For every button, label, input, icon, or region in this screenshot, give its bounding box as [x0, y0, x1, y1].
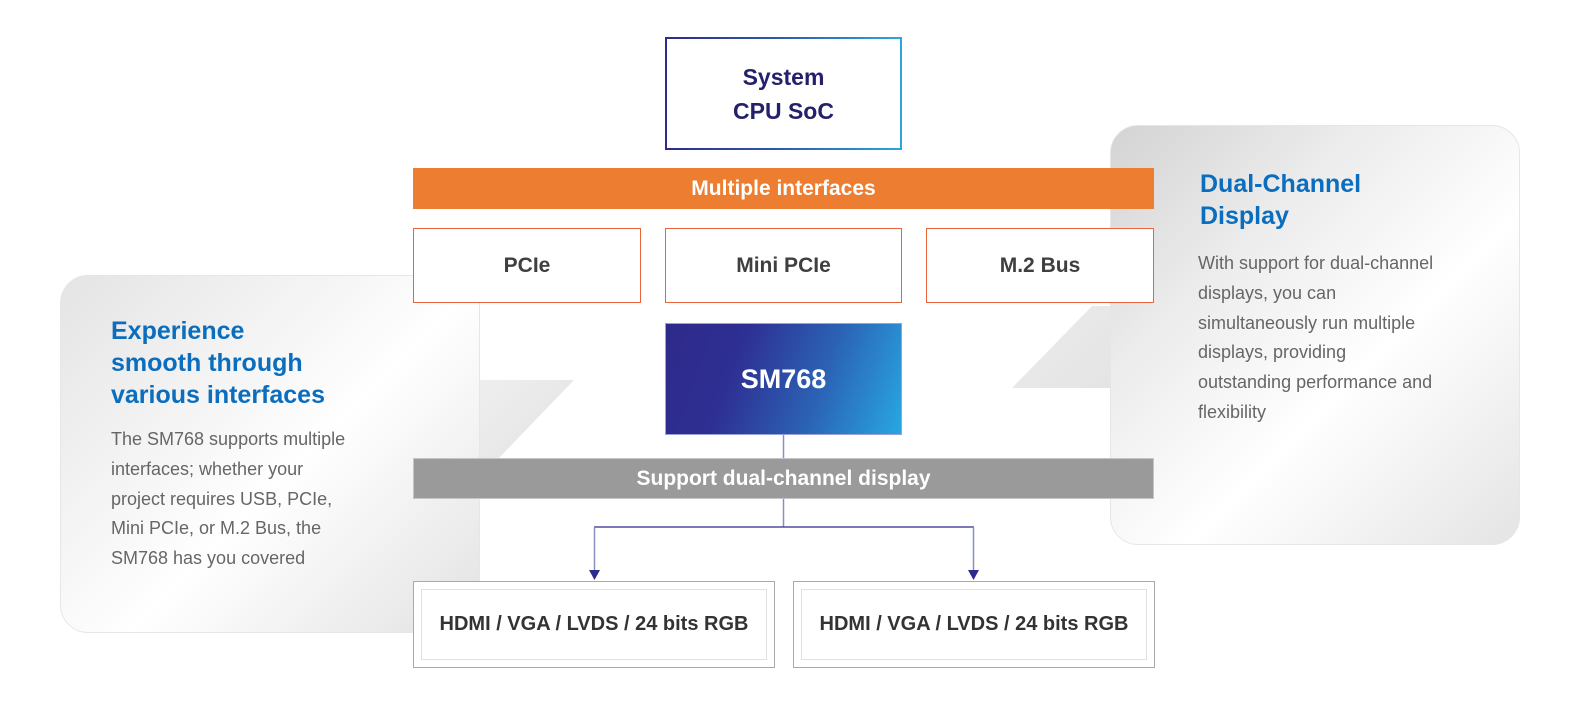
- system-cpu-soc-block: System CPU SoC: [665, 37, 902, 150]
- sm768-chip-block: SM768: [665, 323, 902, 435]
- left-card-body: The SM768 supports multiple interfaces; …: [111, 429, 346, 569]
- interface-pcie: PCIe: [413, 228, 641, 303]
- right-info-card: [1110, 125, 1520, 545]
- arrow-down-icon: [589, 570, 600, 580]
- display-output-inner: HDMI / VGA / LVDS / 24 bits RGB: [421, 589, 767, 660]
- dual-channel-display-bar: Support dual-channel display: [413, 458, 1154, 499]
- multiple-interfaces-bar: Multiple interfaces: [413, 168, 1154, 209]
- arrow-down-icon: [968, 570, 979, 580]
- display-output-2: HDMI / VGA / LVDS / 24 bits RGB: [793, 581, 1155, 668]
- right-card-body: With support for dual-channel displays, …: [1198, 253, 1434, 422]
- display-output-label: HDMI / VGA / LVDS / 24 bits RGB: [439, 613, 749, 635]
- sm768-chip-label: SM768: [740, 363, 827, 394]
- left-card-title: Experience smooth through various interf…: [111, 317, 325, 409]
- interface-mini-pcie: Mini PCIe: [665, 228, 902, 303]
- left-info-card: [60, 275, 480, 633]
- multiple-interfaces-label: Multiple interfaces: [691, 176, 876, 200]
- system-cpu-soc-label: System CPU SoC: [733, 63, 834, 124]
- interface-label: PCIe: [503, 253, 551, 277]
- interface-m2-bus: M.2 Bus: [926, 228, 1154, 303]
- interface-label: M.2 Bus: [999, 253, 1081, 277]
- dual-channel-display-label: Support dual-channel display: [636, 466, 931, 490]
- display-output-inner: HDMI / VGA / LVDS / 24 bits RGB: [801, 589, 1147, 660]
- interface-label: Mini PCIe: [736, 253, 831, 277]
- display-output-1: HDMI / VGA / LVDS / 24 bits RGB: [413, 581, 775, 668]
- display-output-label: HDMI / VGA / LVDS / 24 bits RGB: [819, 613, 1129, 635]
- right-card-title: Dual-Channel Display: [1200, 170, 1362, 230]
